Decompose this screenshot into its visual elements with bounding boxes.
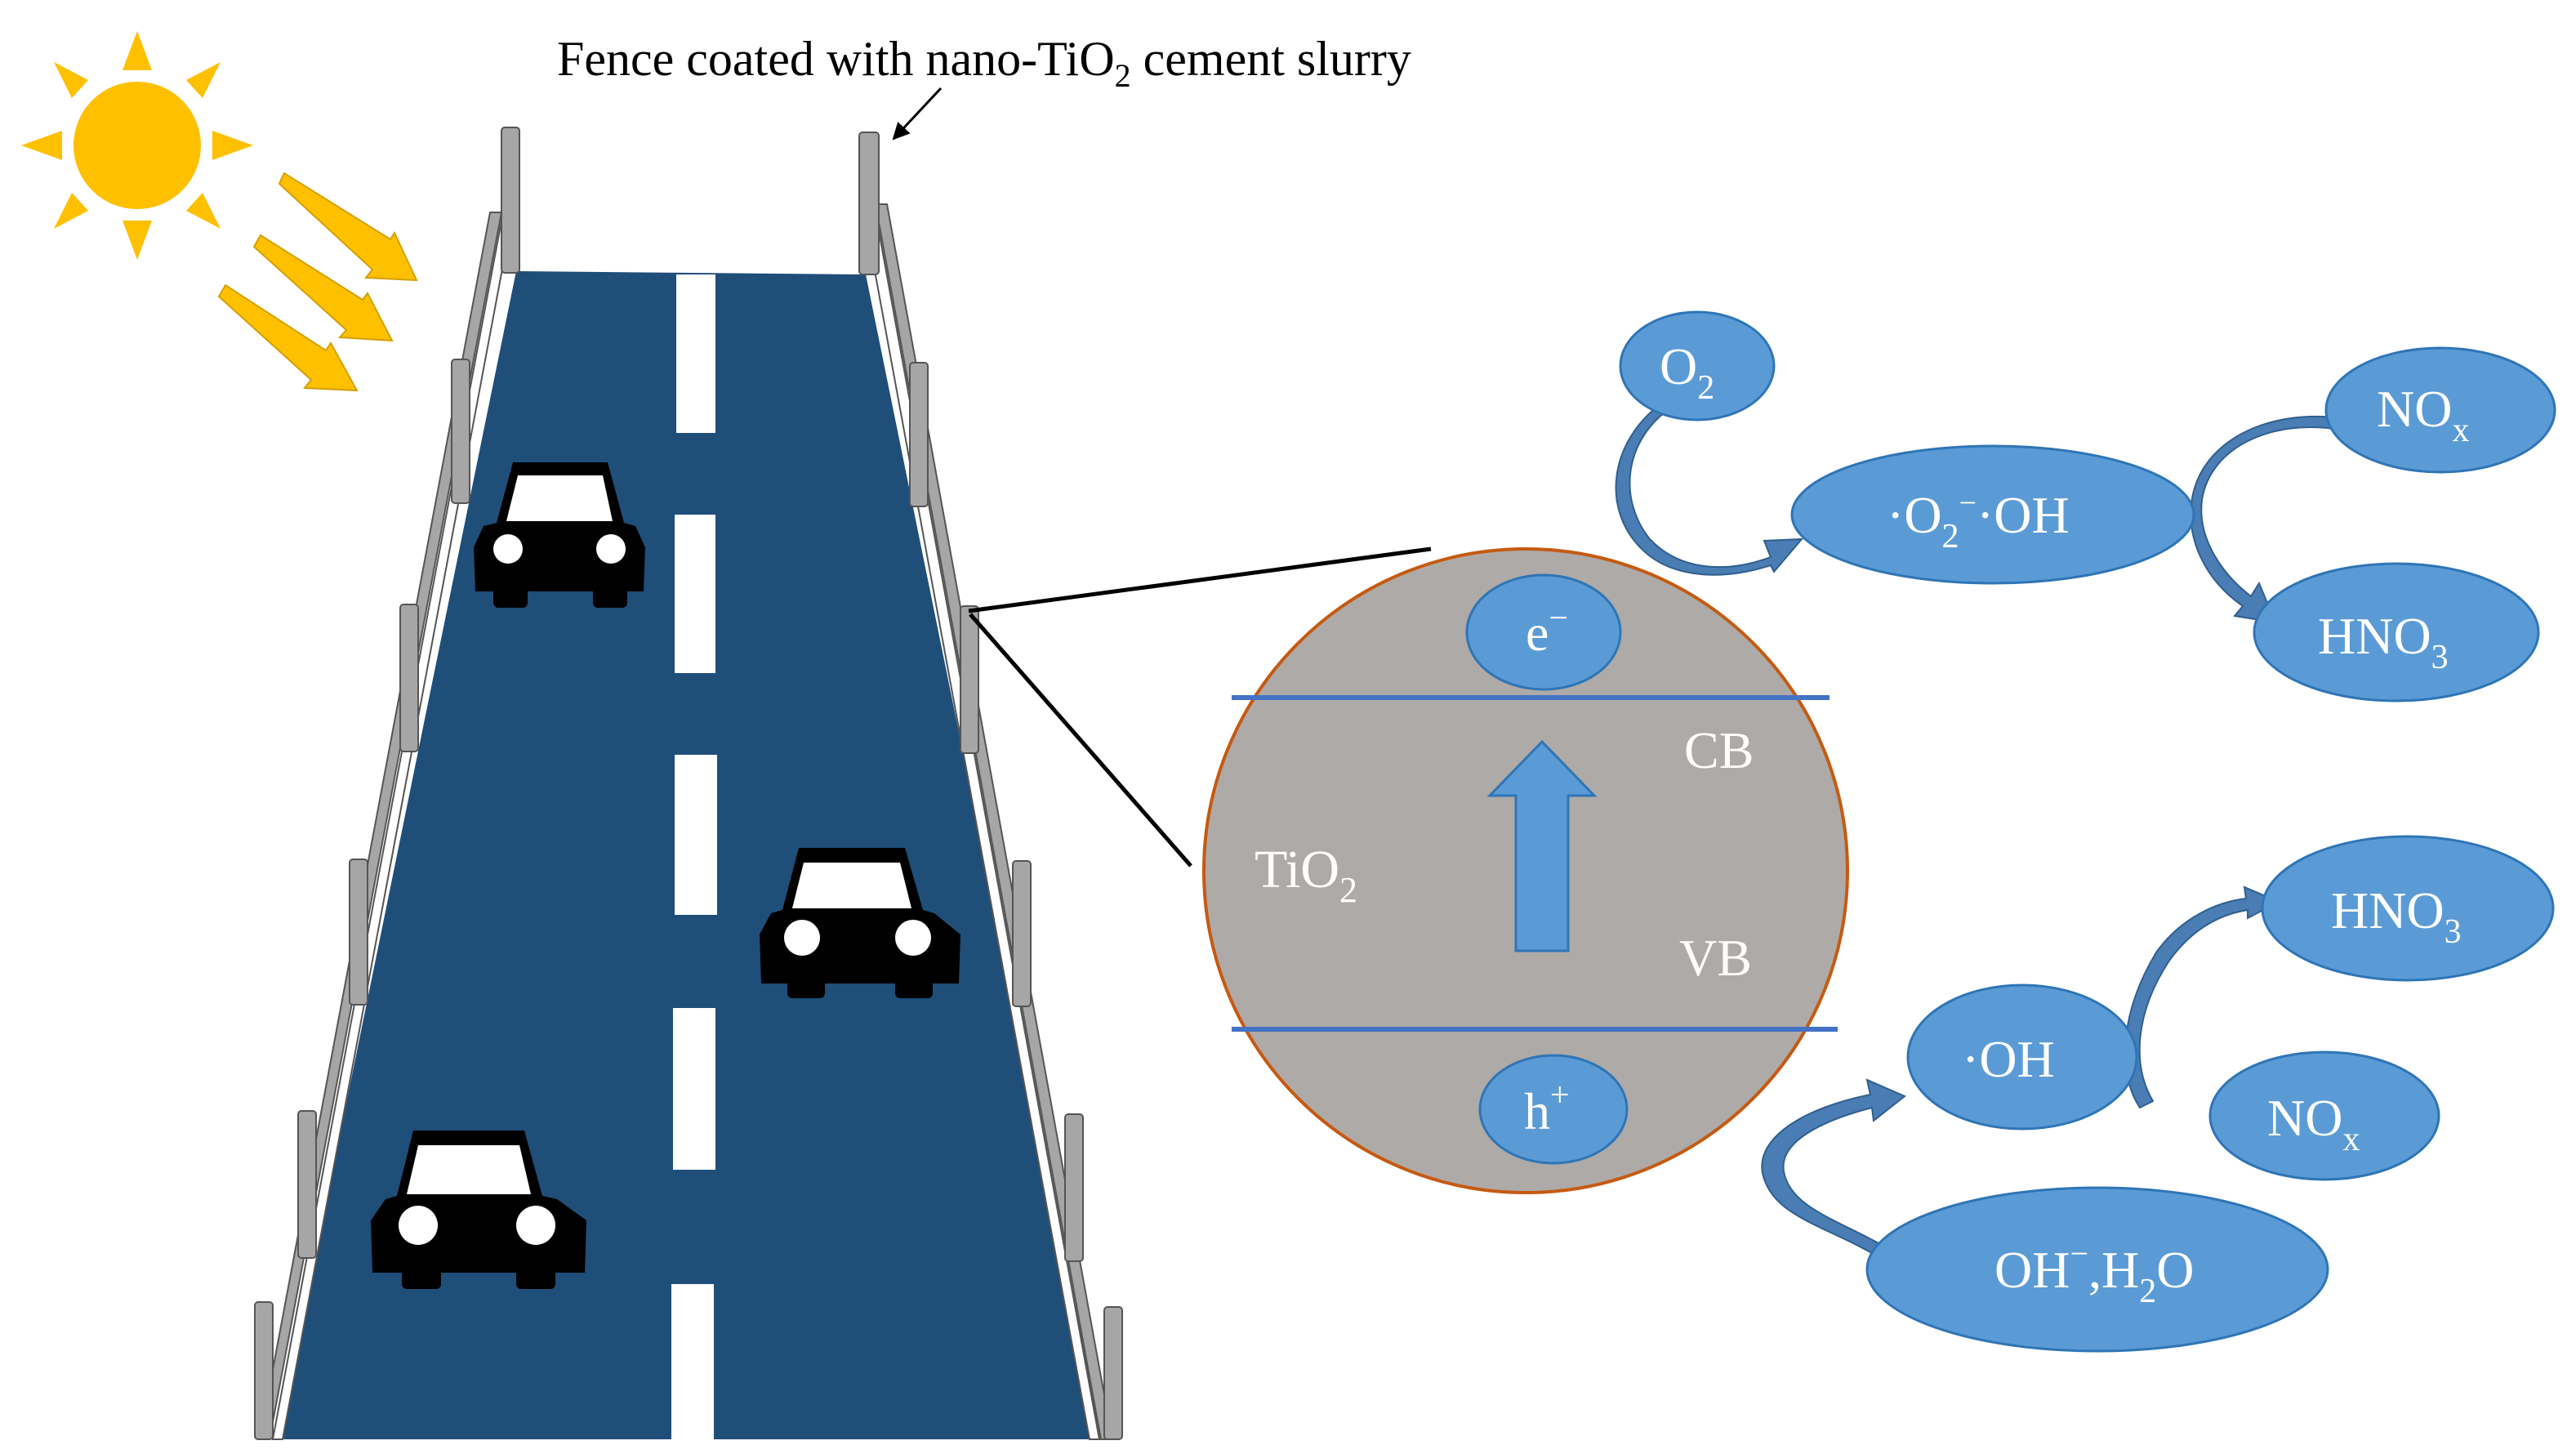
electron-label: e− — [1526, 600, 1568, 662]
car-icon — [760, 848, 960, 998]
caption-pointer-arrow — [892, 87, 943, 140]
lane-markings — [671, 274, 717, 1439]
fence-post — [1064, 1113, 1084, 1262]
sun-disc — [74, 82, 201, 209]
fence-post — [501, 127, 520, 274]
species-nox-bottom: NOx — [2208, 1050, 2440, 1181]
hole-label: h+ — [1524, 1077, 1570, 1140]
fence-post — [1103, 1306, 1123, 1440]
car-icon — [371, 1131, 586, 1289]
cb-label: CB — [1684, 721, 1754, 779]
sunlight-arrows — [217, 172, 418, 392]
sunlight-arrow-1 — [278, 172, 418, 282]
arrow-water-to-oh — [1761, 1078, 1906, 1264]
fence-post — [297, 1110, 317, 1259]
sun-icon — [21, 31, 253, 260]
fence-post — [451, 359, 470, 504]
species-superoxide-hydroxyl: ·O2−·OH — [1790, 444, 2195, 585]
svg-text:·OH: ·OH — [1962, 1030, 2055, 1088]
svg-text:OH−,H2O: OH−,H2O — [1994, 1235, 2194, 1310]
car-icon — [474, 462, 645, 608]
species-hno3-bottom: HNO3 — [2261, 835, 2555, 982]
fence-right — [858, 132, 1123, 1440]
tio2-particle: e− h+ CB VB TiO2 — [1202, 547, 1849, 1194]
zoom-line-bottom — [969, 613, 1192, 867]
svg-text:·O2−·OH: ·O2−·OH — [1887, 486, 2070, 555]
fence-post — [254, 1301, 274, 1440]
excitation-arrow — [1486, 739, 1598, 952]
fence-post — [1012, 860, 1032, 1007]
species-nox-top: NOx — [2324, 346, 2556, 474]
fence-caption: Fence coated with nano-TiO2 cement slurr… — [557, 32, 1411, 94]
electron-bubble — [1465, 573, 1622, 691]
species-hydroxide-water: OH−,H2O — [1865, 1186, 2329, 1353]
fence-left — [254, 127, 520, 1440]
svg-text:O2: O2 — [1660, 337, 1714, 407]
fence-post — [349, 859, 368, 1006]
arrow-o2-to-superoxide — [1615, 402, 1804, 576]
svg-text:NOx: NOx — [2377, 380, 2469, 449]
sun-rays — [21, 31, 253, 260]
fence-post — [399, 604, 419, 752]
sunlight-arrow-3 — [217, 283, 359, 392]
species-hydroxyl-radical: ·OH — [1906, 983, 2138, 1131]
svg-text:HNO3: HNO3 — [2318, 607, 2449, 676]
fence-post — [858, 132, 880, 275]
fence-post — [909, 362, 929, 507]
fence-post — [960, 605, 979, 754]
zoom-line-top — [968, 546, 1432, 613]
svg-text:HNO3: HNO3 — [2331, 881, 2462, 951]
species-hno3-top: HNO3 — [2253, 562, 2540, 702]
vb-label: VB — [1679, 929, 1752, 987]
hole-bubble — [1478, 1054, 1629, 1165]
arrow-nox-to-hno3-top — [2190, 415, 2344, 624]
svg-text:NOx: NOx — [2267, 1089, 2360, 1158]
sunlight-arrow-2 — [252, 234, 394, 342]
tio2-label: TiO2 — [1255, 840, 1357, 910]
species-o2: O2 — [1619, 310, 1776, 421]
